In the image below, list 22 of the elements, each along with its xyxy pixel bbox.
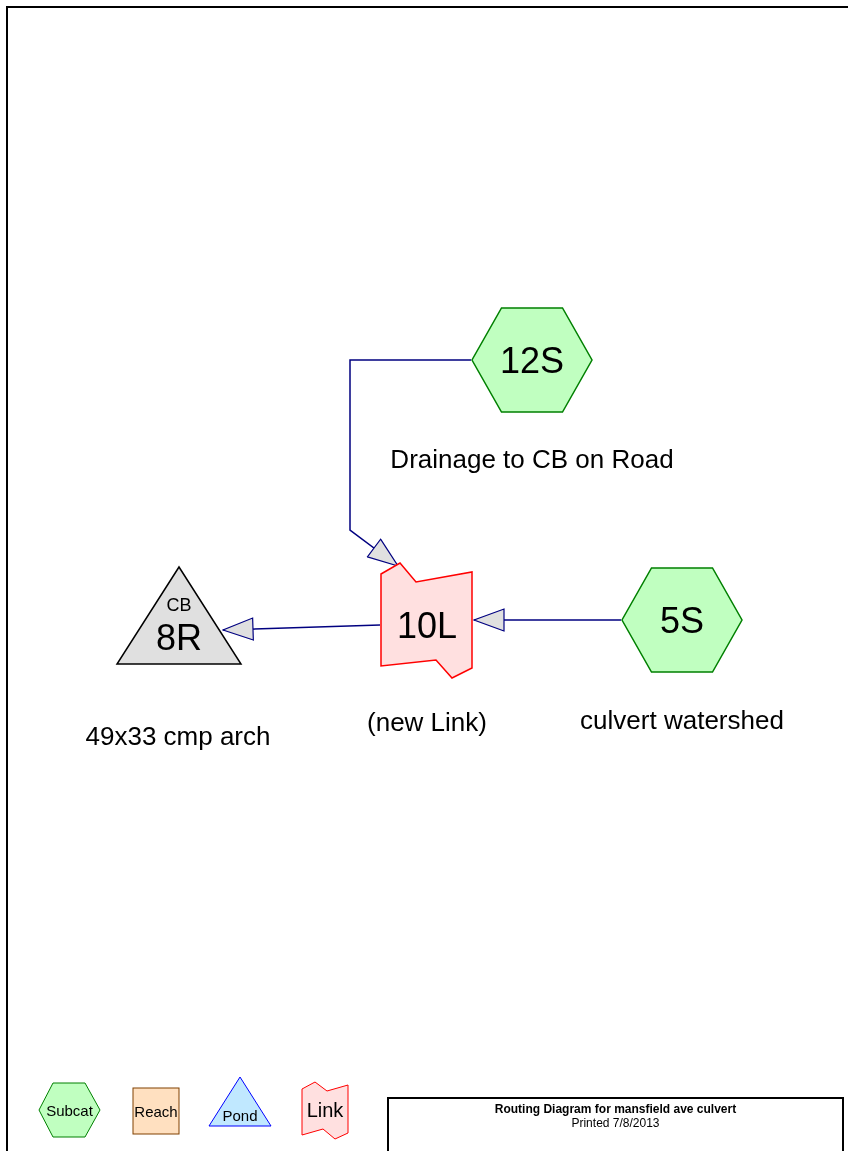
arrow — [349, 359, 472, 567]
node-label: 12S — [498, 343, 566, 379]
node-caption: Drainage to CB on Road — [390, 445, 674, 474]
node-label: 8R — [155, 620, 203, 656]
hexagon-node — [621, 567, 743, 673]
arrow — [473, 608, 622, 632]
link-node — [380, 562, 474, 680]
print-note: Printed 7/8/2013 — [571, 1116, 661, 1131]
node-label: CB — [165, 596, 193, 614]
node-label: 5S — [658, 603, 705, 639]
node-caption: (new Link) — [367, 708, 487, 737]
legend-label: Link — [306, 1099, 344, 1122]
legend-label: Pond — [222, 1107, 258, 1124]
node-caption: 49x33 cmp arch — [85, 722, 271, 751]
legend-label: Reach — [134, 1102, 178, 1120]
diagram-title: Routing Diagram for mansfield ave culvert — [493, 1103, 738, 1117]
node-caption: culvert watershed — [580, 706, 784, 735]
arrow — [222, 617, 381, 641]
legend-label: Subcat — [46, 1101, 93, 1119]
node-label: 10L — [395, 608, 459, 644]
hexagon-node — [471, 307, 593, 413]
triangle-node — [116, 566, 242, 665]
